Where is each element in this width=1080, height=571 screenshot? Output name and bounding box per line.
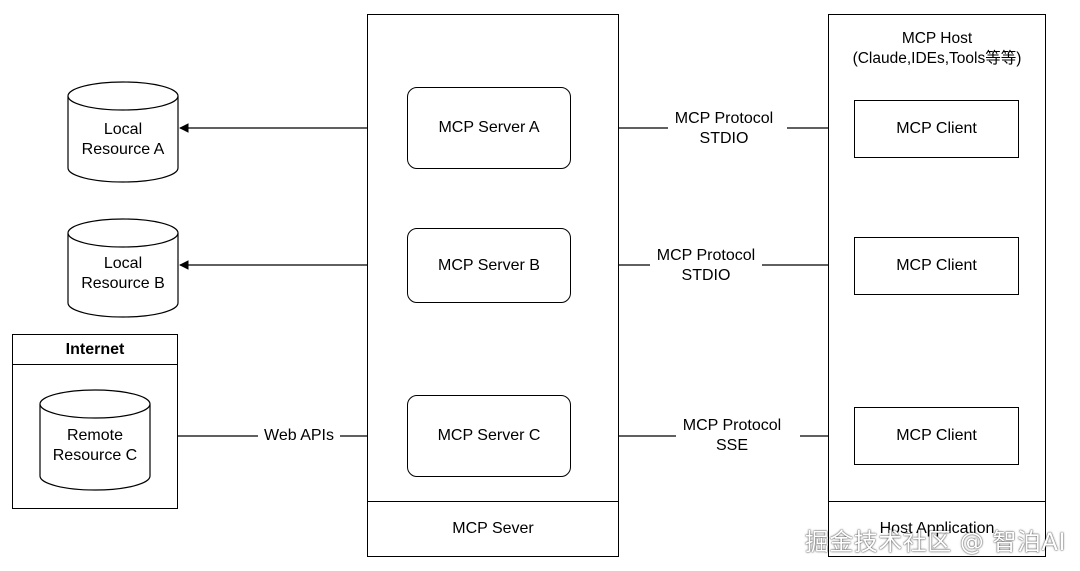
mcp-server-container-label: MCP Sever [368,501,618,556]
mcp-server-b: MCP Server B [407,228,571,303]
protocol-label-c: MCP Protocol SSE [682,417,782,454]
mcp-client-1: MCP Client [854,100,1019,158]
mcp-client-3: MCP Client [854,407,1019,465]
database-icon-resource-a [67,81,179,183]
resource-a-label: Local Resource A [81,121,165,158]
mcp-client-2: MCP Client [854,237,1019,295]
database-icon-resource-b [67,218,179,318]
resource-c-label: Remote Resource C [52,427,138,464]
protocol-label-b: MCP Protocol STDIO [656,247,756,284]
internet-header: Internet [13,335,177,365]
web-apis-label: Web APIs [264,427,334,444]
mcp-server-c: MCP Server C [407,395,571,477]
host-application-label: Host Application [829,501,1045,556]
protocol-label-a: MCP Protocol STDIO [674,110,774,147]
watermark-text: 掘金技术社区 @ 智泊AI [804,528,1066,556]
mcp-host-title: MCP Host (Claude,IDEs,Tools等等) [852,30,1022,67]
resource-b-label: Local Resource B [81,255,165,292]
mcp-server-a: MCP Server A [407,87,571,169]
